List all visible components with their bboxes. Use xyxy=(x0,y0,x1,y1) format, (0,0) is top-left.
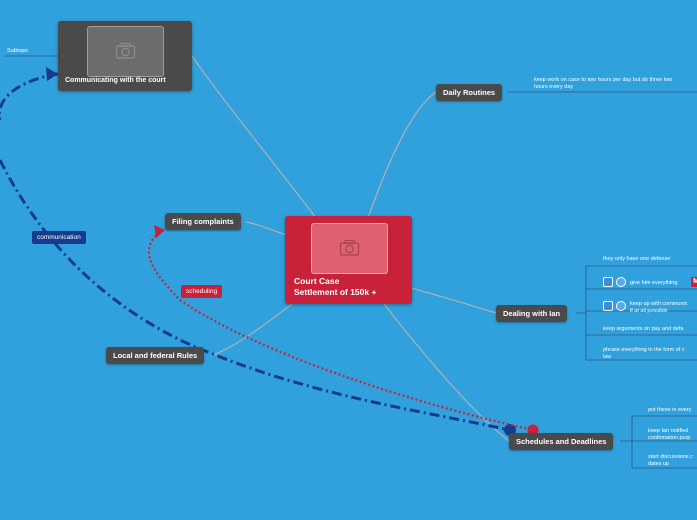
central-topic-title: Court Case Settlement of 150k + xyxy=(294,276,376,298)
connector-local xyxy=(210,303,293,357)
leaf-text: hours every day xyxy=(534,83,574,90)
scheduling-relationship-line xyxy=(147,229,534,432)
topic-dealing-with-ian[interactable]: Dealing with Ian xyxy=(496,305,568,322)
leaf-dealing-2[interactable]: give him everything xyxy=(630,280,677,287)
leaf-text: law xyxy=(603,353,612,360)
topic-filing-complaints[interactable]: Filing complaints xyxy=(165,213,241,230)
bulb-icon xyxy=(603,277,613,287)
connector-communicating xyxy=(191,55,317,219)
scheduling-relationship-label[interactable]: scheduling xyxy=(181,285,223,298)
central-title-line: Settlement of 150k + xyxy=(294,287,377,297)
image-placeholder xyxy=(311,223,388,274)
leaf-lines-schedules xyxy=(620,415,697,469)
leaf-dealing-1[interactable]: they only have one defense xyxy=(603,256,670,263)
leaf-text: dates up xyxy=(648,460,670,467)
bulb-icon xyxy=(603,301,613,311)
image-placeholder xyxy=(87,26,164,77)
leaf-text: start discussions c xyxy=(648,454,693,460)
leaf-schedules-1[interactable]: put these in every xyxy=(648,407,691,414)
leaf-text: phrase everything in the form of c xyxy=(603,347,685,353)
leaf-text: keep up with communic xyxy=(630,301,688,307)
leaf-dealing-5[interactable]: phrase everything in the form of c law xyxy=(603,347,685,360)
topic-local-federal-rules[interactable]: Local and federal Rules xyxy=(106,347,205,364)
topic-label: Communicating with the court xyxy=(65,77,166,84)
communication-arrowhead xyxy=(46,67,58,81)
leaf-text: if at all possible xyxy=(630,307,668,314)
scheduling-arrowhead xyxy=(154,225,165,238)
leaf-text: keep work on case to two hours per day b… xyxy=(534,77,673,83)
connector-schedules xyxy=(383,303,510,442)
leaf-text: put these in every xyxy=(648,407,692,413)
connector-filing xyxy=(245,221,288,236)
smiley-icon xyxy=(616,277,626,287)
connector-daily xyxy=(367,91,437,219)
scheduling-endpoint xyxy=(527,424,539,436)
leaf-text: keep arguments on pay and defa xyxy=(603,326,684,332)
smiley-icon xyxy=(616,301,626,311)
marker-tag: M xyxy=(691,277,697,287)
leaf-schedules-3[interactable]: start discussions c dates up xyxy=(648,454,693,467)
leaf-dealing-4[interactable]: keep arguments on pay and defa xyxy=(603,326,683,333)
leaf-schedules-2[interactable]: keep Ian notified confirmation purp xyxy=(648,428,691,441)
leaf-dealing-3[interactable]: keep up with communic if at all possible xyxy=(630,301,687,314)
topic-daily-routines[interactable]: Daily Routines xyxy=(436,84,503,101)
subtopic-label[interactable]: Subtopic xyxy=(7,48,29,54)
communication-relationship-label[interactable]: communication xyxy=(32,231,86,244)
leaf-daily-1[interactable]: keep work on case to two hours per day b… xyxy=(534,77,672,90)
camera-icon xyxy=(339,239,360,256)
topic-communicating-with-court[interactable]: Communicating with the court xyxy=(58,21,192,91)
connector-dealing xyxy=(410,287,497,314)
central-title-line: Court Case xyxy=(294,276,340,286)
leaf-text: confirmation purp xyxy=(648,434,691,441)
camera-icon xyxy=(115,42,136,59)
leaf-text: they only have one defense xyxy=(603,256,671,262)
central-topic[interactable]: Court Case Settlement of 150k + xyxy=(285,216,412,304)
topic-schedules-deadlines[interactable]: Schedules and Deadlines xyxy=(509,433,614,450)
leaf-lines-dealing xyxy=(576,265,697,361)
leaf-text: keep Ian notified xyxy=(648,428,689,434)
leaf-text: give him everything xyxy=(630,280,678,286)
